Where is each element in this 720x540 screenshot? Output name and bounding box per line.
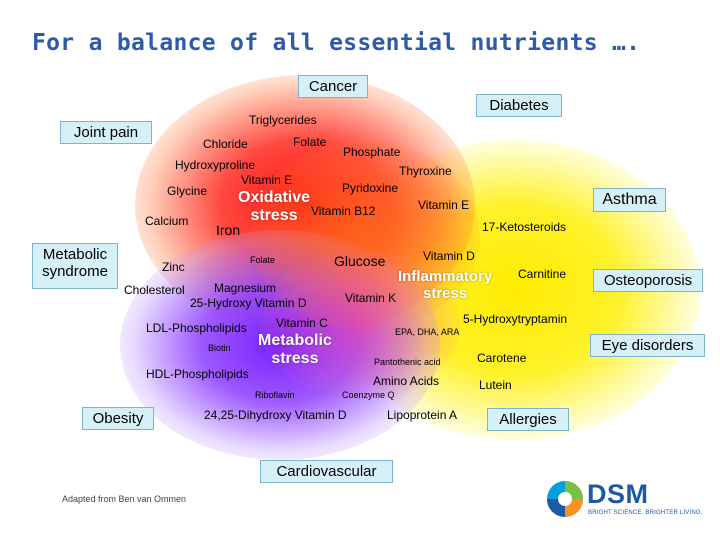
condition-allergies: Allergies — [487, 408, 569, 432]
nutrient-lipoprotein-a: Lipoprotein A — [387, 408, 458, 422]
dsm-logo-tagline: BRIGHT SCIENCE. BRIGHTER LIVING. — [588, 510, 703, 516]
condition-obesity: Obesity — [82, 407, 154, 431]
page-title: For a balance of all essential nutrients… — [32, 30, 641, 56]
nutrient-amino-acids: Amino Acids — [373, 374, 440, 388]
dsm-logo: DSM BRIGHT SCIENCE. BRIGHTER LIVING. — [545, 478, 705, 520]
dsm-logo-word: DSM — [587, 479, 649, 509]
nutrient-vitamin-k: Vitamin K — [345, 291, 397, 305]
nutrient-pantothenic-acid: Pantothenic acid — [374, 357, 441, 367]
condition-asthma: Asthma — [593, 188, 666, 213]
dsm-logo-mark-icon — [547, 481, 583, 517]
nutrient-vitamin-d: Vitamin D — [423, 249, 475, 263]
metabolic-syndrome-line-2: syndrome — [42, 263, 108, 281]
nutrient-chloride: Chloride — [203, 137, 248, 151]
nutrient-coenzyme-q: Coenzyme Q — [342, 390, 395, 400]
nutrient-hydroxyproline: Hydroxyproline — [175, 158, 256, 172]
nutrient-pyridoxine: Pyridoxine — [342, 181, 399, 195]
nutrient-thyroxine: Thyroxine — [399, 164, 452, 178]
condition-joint-pain: Joint pain — [60, 121, 152, 145]
nutrient-zinc: Zinc — [162, 260, 185, 274]
nutrient-cholesterol: Cholesterol — [124, 283, 185, 297]
nutrient-vitamin-e: Vitamin E — [241, 173, 293, 187]
nutrient-24-25-dihydroxy-vitamin-d: 24,25-Dihydroxy Vitamin D — [204, 408, 347, 422]
nutrient-25-hydroxy-vitamin-d: 25-Hydroxy Vitamin D — [190, 296, 307, 310]
nutrient-phosphate: Phosphate — [343, 145, 401, 159]
nutrient-vitamin-e-2: Vitamin E — [418, 198, 470, 212]
condition-cardiovascular: Cardiovascular — [260, 460, 393, 484]
nutrient-calcium: Calcium — [145, 214, 189, 228]
nutrient-glucose: Glucose — [334, 253, 386, 269]
nutrient-magnesium: Magnesium — [214, 281, 277, 295]
nutrient-hdl-phospholipids: HDL-Phospholipids — [146, 367, 249, 381]
nutrient-folate-small: Folate — [250, 255, 276, 265]
nutrient-17-ketosteroids: 17-Ketosteroids — [482, 220, 567, 234]
nutrient-triglycerides: Triglycerides — [249, 113, 317, 127]
source-credit: Adapted from Ben van Ommen — [62, 494, 187, 504]
nutrient-5-hydroxytryptamin: 5-Hydroxytryptamin — [463, 312, 568, 326]
nutrient-carotene: Carotene — [477, 351, 527, 365]
nutrient-lutein: Lutein — [479, 378, 512, 392]
nutrient-vitamin-c: Vitamin C — [276, 316, 328, 330]
nutrient-vitamin-b12: Vitamin B12 — [311, 204, 376, 218]
condition-metabolic-syndrome: Metabolic syndrome — [32, 243, 118, 289]
condition-osteoporosis: Osteoporosis — [593, 269, 703, 293]
nutrient-riboflavin: Riboflavin — [255, 390, 295, 400]
condition-cancer: Cancer — [298, 75, 368, 99]
metabolic-syndrome-line-1: Metabolic — [42, 246, 108, 263]
nutrient-epa-dha-ara: EPA, DHA, ARA — [395, 327, 460, 337]
nutrient-ldl-phospholipids: LDL-Phospholipids — [146, 321, 247, 335]
nutrient-iron: Iron — [216, 222, 241, 238]
condition-diabetes: Diabetes — [476, 94, 562, 118]
nutrient-biotin: Biotin — [208, 343, 231, 353]
nutrient-carnitine: Carnitine — [518, 267, 567, 281]
nutrient-folate: Folate — [293, 135, 327, 149]
nutrient-glycine: Glycine — [167, 184, 208, 198]
condition-eye-disorders: Eye disorders — [590, 334, 705, 358]
overlap-zone-pink — [260, 250, 460, 400]
